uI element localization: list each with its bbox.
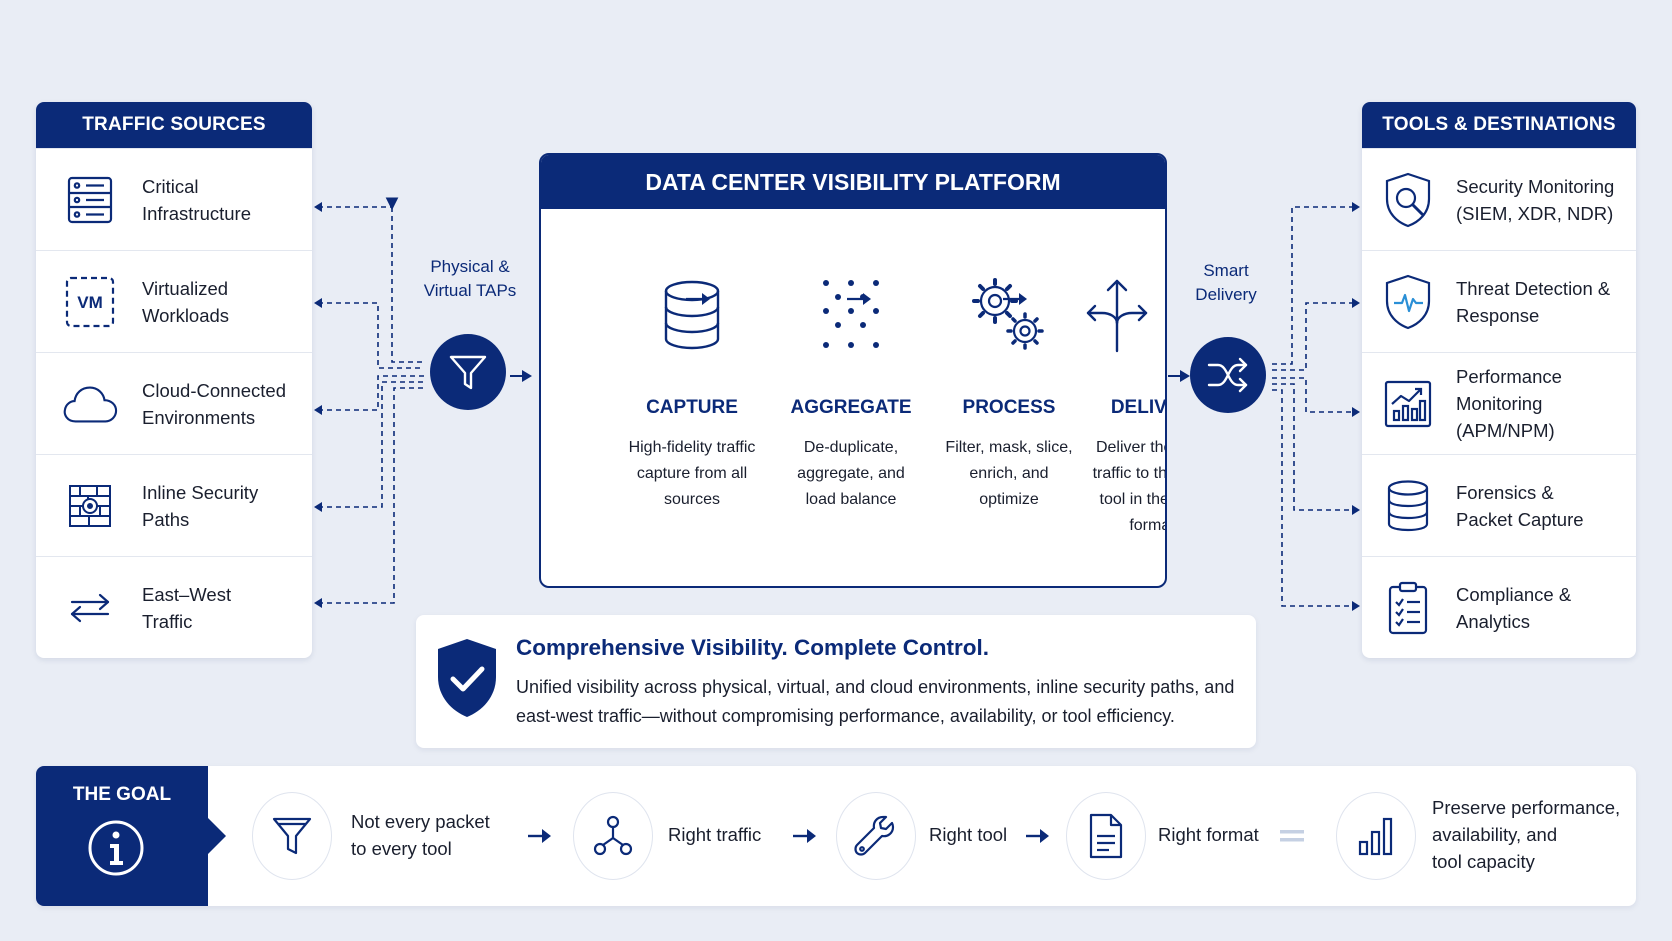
arrow-right-icon (528, 829, 551, 843)
delivery-hub[interactable] (1190, 337, 1266, 413)
tool-security-monitoring[interactable]: Security Monitoring (SIEM, XDR, NDR) (1362, 148, 1636, 250)
arrow-right-icon (686, 293, 710, 305)
shield-search-icon (1380, 172, 1436, 228)
stage-title: CAPTURE (646, 397, 738, 418)
shield-check-icon (438, 639, 496, 717)
dot-grid-icon (811, 275, 891, 355)
goal-step-tool[interactable] (836, 792, 916, 880)
tool-label: Security Monitoring (SIEM, XDR, NDR) (1456, 175, 1615, 224)
banner-body: Unified visibility across physical, virt… (516, 677, 1235, 726)
equals-icon (1280, 830, 1304, 842)
shield-pulse-icon (1380, 274, 1436, 330)
goal-tag: THE GOAL (36, 766, 226, 906)
arrow-right-icon (1026, 829, 1049, 843)
tools-destinations-panel: TOOLS & DESTINATIONS Security Monitoring… (1362, 102, 1636, 658)
vm-icon: VM (62, 274, 118, 330)
traffic-sources-panel: TRAFFIC SOURCES Critical Infrastructure … (36, 102, 312, 658)
arrow-right-icon (793, 829, 816, 843)
wrench-icon (854, 815, 895, 856)
goal-step-label: Preserve performance, availability, and … (1432, 797, 1621, 872)
funnel-icon (449, 355, 487, 390)
arrow-right-icon (847, 293, 871, 305)
platform-title: DATA CENTER VISIBILITY PLATFORM (541, 155, 1165, 209)
tool-label: Forensics & Packet Capture (1456, 481, 1584, 530)
source-virtualized-workloads[interactable]: VM Virtualized Workloads (36, 250, 312, 352)
funnel-icon (272, 817, 312, 855)
visibility-banner: Comprehensive Visibility. Complete Contr… (416, 615, 1256, 748)
tool-threat-detection[interactable]: Threat Detection & Response (1362, 250, 1636, 352)
tool-forensics[interactable]: Forensics & Packet Capture (1362, 454, 1636, 556)
goal-step-label: Right traffic (668, 824, 762, 845)
tool-performance-monitoring[interactable]: Performance Monitoring (APM/NPM) (1362, 352, 1636, 454)
arrow-right-icon (1003, 293, 1027, 305)
goal-step-label: Not every packet to every tool (351, 811, 490, 859)
tool-compliance-analytics[interactable]: Compliance & Analytics (1362, 556, 1636, 658)
goal-label: THE GOAL (72, 784, 172, 805)
source-east-west[interactable]: East–West Traffic (36, 556, 312, 658)
firewall-icon (62, 478, 118, 534)
document-icon (1089, 813, 1123, 859)
banner-title: Comprehensive Visibility. Complete Contr… (516, 635, 990, 660)
bar-chart-icon (1358, 817, 1393, 856)
source-label: Inline Security Paths (142, 481, 259, 530)
source-label: East–West Traffic (142, 583, 232, 632)
bidirectional-arrows-icon (62, 580, 118, 636)
source-label: Cloud-Connected Environments (142, 379, 286, 428)
taps-hub[interactable] (430, 334, 506, 410)
info-icon (88, 820, 144, 876)
source-cloud-connected[interactable]: Cloud-Connected Environments (36, 352, 312, 454)
database-icon (652, 275, 732, 355)
stage-title: AGGREGATE (790, 397, 912, 418)
source-label: Virtualized Workloads (142, 277, 230, 326)
tool-label: Threat Detection & Response (1456, 277, 1611, 326)
traffic-sources-header: TRAFFIC SOURCES (36, 102, 312, 148)
visibility-platform: DATA CENTER VISIBILITY PLATFORM CAPTURE … (539, 153, 1167, 588)
stage-desc: Filter, mask, slice, enrich, and optimiz… (945, 439, 1073, 508)
tool-label: Performance Monitoring (APM/NPM) (1456, 366, 1562, 441)
network-nodes-icon (593, 815, 633, 856)
stage-desc: De-duplicate, aggregate, and load balanc… (797, 439, 905, 508)
tool-label: Compliance & Analytics (1456, 583, 1572, 632)
goal-step-filter[interactable] (252, 792, 332, 880)
taps-label: Physical & Virtual TAPs (423, 257, 517, 300)
goal-step-label: Right tool (929, 824, 1008, 845)
cloud-icon (62, 376, 118, 432)
goal-step-label: Right format (1158, 824, 1259, 845)
database-icon (1380, 478, 1436, 534)
stage-title: PROCESS (962, 397, 1056, 418)
source-label: Critical Infrastructure (142, 175, 251, 224)
stage-desc: Deliver the right traffic to the right t… (1092, 439, 1167, 534)
gears-icon (969, 275, 1049, 355)
source-critical-infrastructure[interactable]: Critical Infrastructure (36, 148, 312, 250)
goal-step-traffic[interactable] (573, 792, 653, 880)
chart-growth-icon (1380, 376, 1436, 432)
goal-step-format[interactable] (1066, 792, 1146, 880)
clipboard-checklist-icon (1380, 580, 1436, 636)
delivery-label: Smart Delivery (1195, 261, 1257, 304)
server-rack-icon (62, 172, 118, 228)
tools-header: TOOLS & DESTINATIONS (1362, 102, 1636, 148)
stage-title: DELIVER (1110, 397, 1167, 418)
goal-step-preserve[interactable] (1336, 792, 1416, 880)
svg-text:VM: VM (77, 293, 103, 312)
stage-desc: High-fidelity traffic capture from all s… (628, 439, 756, 508)
source-inline-security[interactable]: Inline Security Paths (36, 454, 312, 556)
goal-bar: THE GOAL Not every packet to every tool … (36, 766, 1636, 906)
split-arrows-icon (1077, 275, 1157, 355)
shuffle-icon (1207, 357, 1248, 393)
